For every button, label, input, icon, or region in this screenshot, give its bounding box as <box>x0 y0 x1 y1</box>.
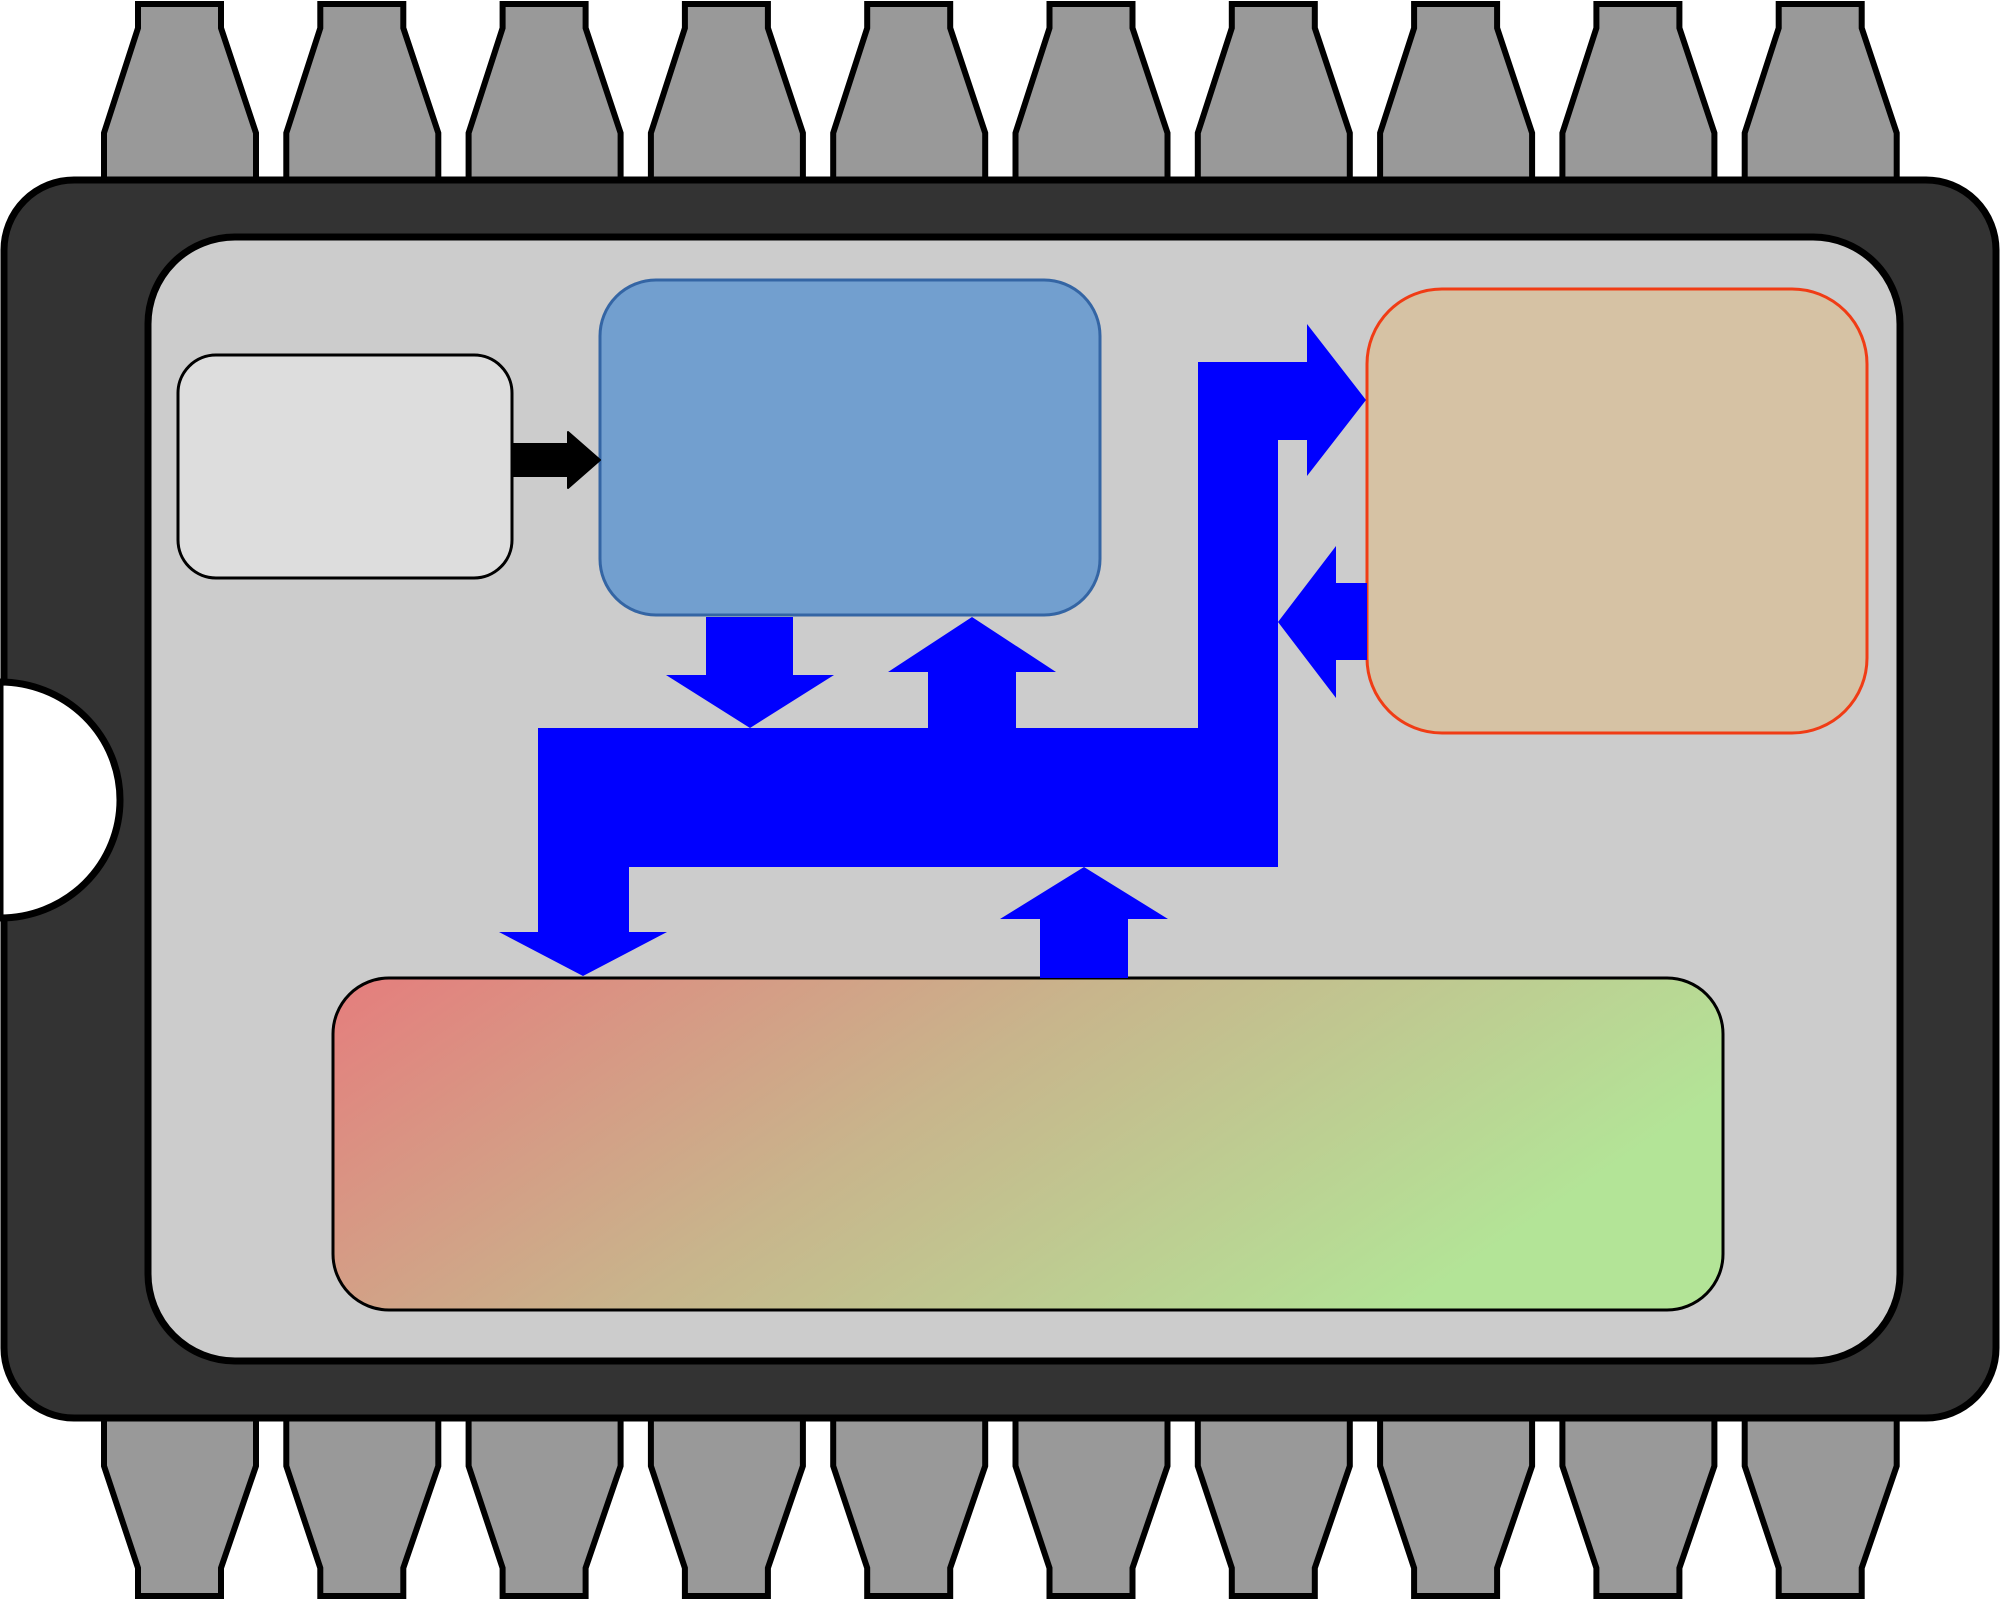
bottom-pin-row <box>101 1415 1900 1599</box>
bus-to-processor-arrow <box>888 617 1056 730</box>
top-pin-3 <box>465 1 624 185</box>
top-pin-6 <box>1012 1 1171 185</box>
bottom-pin-10 <box>1741 1415 1900 1599</box>
bottom-pin-3 <box>465 1415 624 1599</box>
top-pin-2 <box>283 1 442 185</box>
bottom-pin-9 <box>1559 1415 1718 1599</box>
input-to-processor-arrow <box>511 431 601 489</box>
peripheral-block <box>1365 287 1869 735</box>
bottom-pin-1 <box>101 1415 259 1599</box>
peripheral-to-bus-arrow <box>1278 546 1367 698</box>
top-pin-4 <box>647 1 806 185</box>
bottom-pin-4 <box>647 1415 806 1599</box>
bottom-pin-8 <box>1377 1415 1536 1599</box>
bottom-pin-6 <box>1012 1415 1171 1599</box>
top-pin-5 <box>830 1 989 185</box>
top-pin-9 <box>1559 1 1718 185</box>
processor-to-bus-arrow <box>666 617 834 728</box>
bottom-pin-5 <box>830 1415 989 1599</box>
system-bus <box>499 324 1366 976</box>
bottom-pin-2 <box>283 1415 442 1599</box>
top-pin-10 <box>1741 1 1900 185</box>
top-pin-1 <box>101 1 259 185</box>
memory-block <box>331 976 1725 1312</box>
processor-block <box>598 278 1102 617</box>
top-pin-row <box>101 1 1900 185</box>
bottom-pin-7 <box>1194 1415 1353 1599</box>
orientation-notch <box>0 678 124 922</box>
top-pin-8 <box>1377 1 1536 185</box>
memory-to-bus-arrow <box>1000 867 1168 978</box>
top-pin-7 <box>1194 1 1353 185</box>
input-block <box>176 353 514 580</box>
